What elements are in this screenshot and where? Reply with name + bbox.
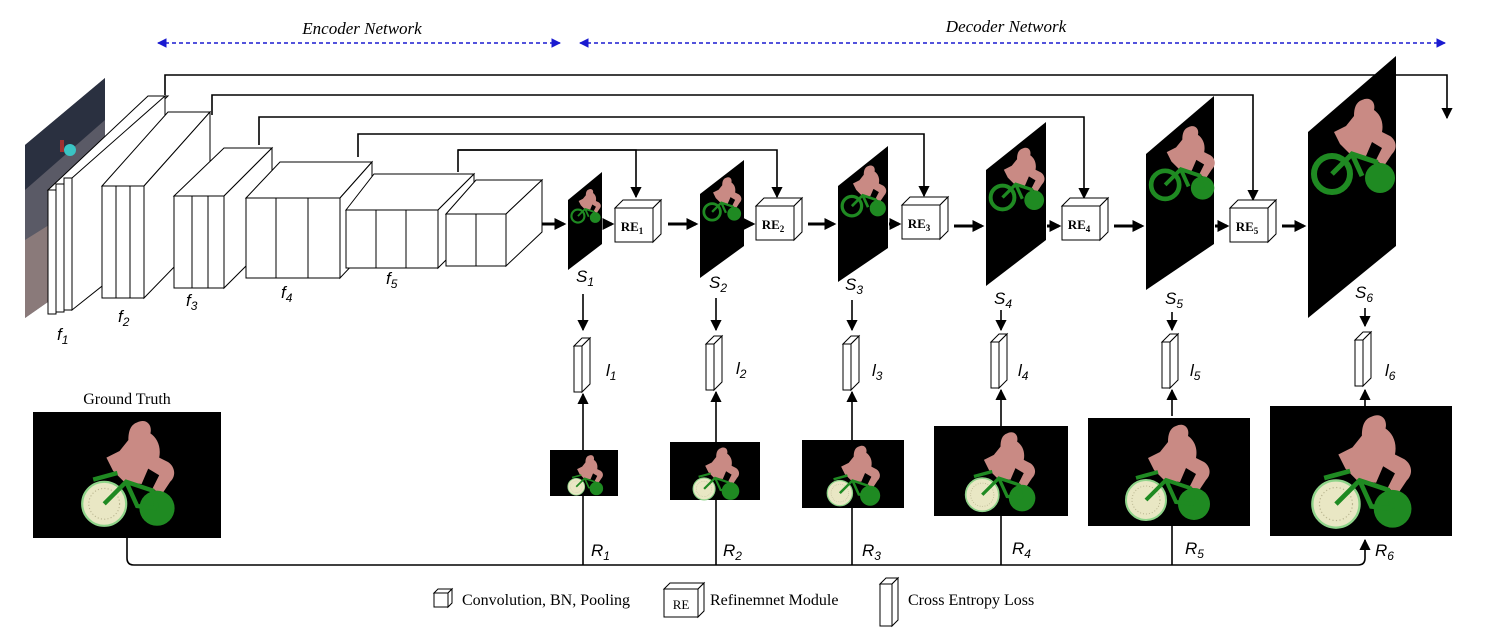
svg-text:l4: l4	[1018, 361, 1029, 383]
svg-text:R4: R4	[1012, 539, 1031, 561]
legend-loss-icon	[878, 576, 900, 628]
prediction-s2	[700, 160, 744, 278]
encoder-feature-labels: f1 f2 f3 f4 f5	[57, 269, 398, 347]
svg-text:l1: l1	[606, 361, 616, 383]
svg-text:RE1: RE1	[621, 219, 644, 236]
prediction-s6	[1308, 56, 1396, 318]
svg-text:S4: S4	[994, 289, 1012, 311]
ground-truth-r2	[670, 442, 760, 501]
legend: Convolution, BN, Pooling RE Refinemnet M…	[432, 576, 1034, 628]
ground-truth-r5	[1088, 418, 1250, 526]
svg-text:S3: S3	[845, 275, 863, 297]
refine-module-4: RE4	[1061, 197, 1109, 241]
svg-text:R3: R3	[862, 541, 881, 563]
svg-text:RE5: RE5	[1236, 219, 1259, 236]
svg-text:RE: RE	[673, 597, 690, 612]
svg-text:l3: l3	[872, 361, 883, 383]
svg-text:f4: f4	[281, 283, 293, 305]
legend-refine-label: Refinemnet Module	[710, 592, 838, 609]
svg-text:R2: R2	[723, 541, 742, 563]
svg-text:S2: S2	[709, 273, 727, 295]
refine-module-2: RE2	[755, 197, 803, 241]
prediction-s3	[838, 146, 888, 282]
prediction-s1	[568, 172, 602, 270]
encoder-label: Encoder Network	[301, 19, 422, 38]
resized-labels: R1 R2 R3 R4 R5 R6	[591, 539, 1394, 563]
svg-text:S5: S5	[1165, 289, 1183, 311]
skip-connections	[164, 74, 1453, 202]
svg-text:R6: R6	[1375, 541, 1394, 563]
svg-text:RE4: RE4	[1068, 217, 1091, 234]
encoder-block-final	[444, 178, 544, 268]
legend-conv-icon	[432, 587, 454, 609]
ground-truth-image	[33, 412, 221, 538]
refine-modules: RE1 RE2 RE3 RE4 RE5	[614, 196, 1277, 243]
decoder-flow-arrows	[602, 218, 1307, 232]
svg-text:l2: l2	[736, 359, 747, 381]
legend-conv-label: Convolution, BN, Pooling	[462, 592, 630, 609]
svg-text:l6: l6	[1385, 361, 1396, 383]
ground-truth-r3	[802, 440, 904, 508]
loss-blocks: l1 l2 l3 l4	[572, 294, 1396, 450]
svg-text:S1: S1	[576, 267, 594, 289]
prediction-s4	[986, 122, 1047, 286]
svg-text:S6: S6	[1355, 283, 1373, 305]
refine-module-3: RE3	[901, 196, 949, 240]
encoder-blocks	[46, 94, 544, 315]
legend-refine-icon: RE	[662, 581, 706, 619]
svg-text:f2: f2	[118, 307, 130, 329]
ground-truth-bus	[126, 496, 1371, 566]
svg-text:R5: R5	[1185, 539, 1204, 561]
predicted-maps	[568, 56, 1396, 318]
svg-text:l5: l5	[1190, 361, 1201, 383]
svg-text:f1: f1	[57, 325, 68, 347]
svg-text:f3: f3	[186, 291, 198, 313]
refine-module-5: RE5	[1229, 199, 1277, 243]
resized-ground-truths	[550, 406, 1452, 536]
ground-truth-r4	[934, 426, 1068, 516]
svg-text:R1: R1	[591, 541, 610, 563]
decoder-label: Decoder Network	[945, 17, 1067, 36]
ground-truth-r6	[1270, 406, 1452, 536]
svg-text:RE3: RE3	[908, 216, 931, 233]
svg-text:f5: f5	[386, 269, 398, 291]
ground-truth-r1	[550, 450, 618, 497]
ground-truth-label: Ground Truth	[83, 391, 171, 408]
prediction-s5	[1146, 96, 1215, 290]
svg-text:RE2: RE2	[762, 217, 785, 234]
legend-loss-label: Cross Entropy Loss	[908, 592, 1034, 609]
output-labels: S1 S2 S3 S4 S5 S6	[576, 267, 1373, 311]
refine-module-1: RE1	[614, 199, 662, 243]
